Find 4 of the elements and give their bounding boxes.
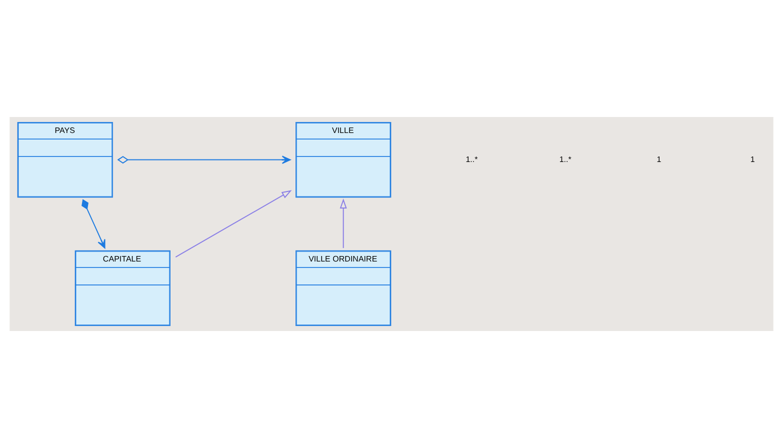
arrow bbox=[117, 156, 291, 164]
arrow bbox=[82, 199, 106, 249]
arrow bbox=[175, 190, 292, 258]
arrow bbox=[340, 198, 347, 248]
